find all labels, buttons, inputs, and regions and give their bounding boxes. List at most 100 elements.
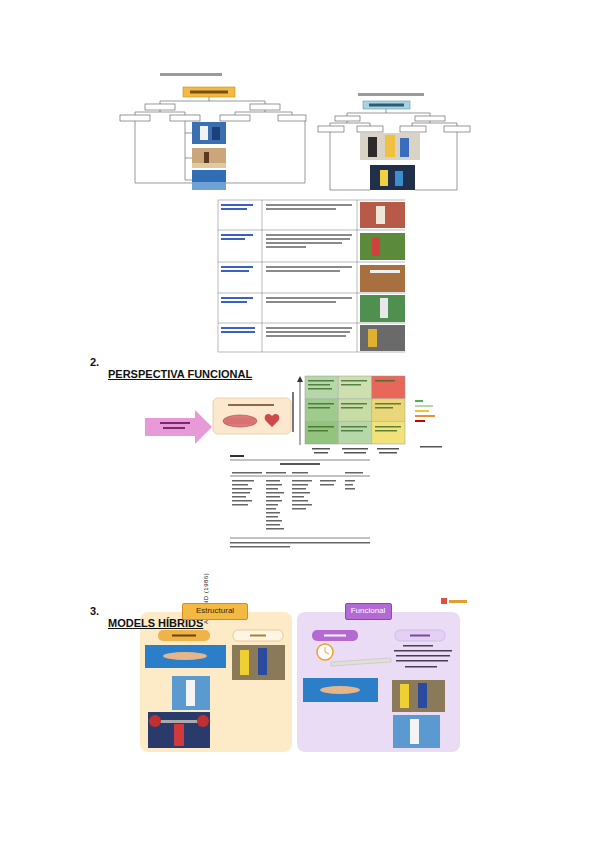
- matrix-cell: [338, 376, 371, 399]
- illegible-text-line: [292, 392, 294, 432]
- illegible-text-line: [250, 635, 266, 637]
- photo-basketball: [360, 133, 420, 160]
- axis-arrow: [300, 378, 301, 445]
- table-rule: [230, 460, 370, 538]
- tree-line: [330, 121, 457, 126]
- illegible-text-line: [221, 204, 255, 333]
- heading-box: Funcional: [345, 603, 392, 620]
- heading-box: Estructural: [182, 603, 248, 620]
- illegible-text-line: [160, 422, 190, 424]
- illegible-text-line: [163, 427, 185, 429]
- matrix-cell: [372, 399, 405, 422]
- stopwatch-hand: [325, 647, 329, 654]
- key-mark: [415, 420, 425, 422]
- tree-box: [357, 126, 383, 132]
- photo-swimmer: [145, 645, 226, 668]
- photo-softball: [360, 202, 405, 228]
- ruler-icon: [331, 658, 391, 666]
- muscle-icon: [223, 415, 257, 427]
- illegible-text-line: [324, 635, 346, 637]
- matrix-cell: [305, 376, 338, 399]
- matrix-cell: [338, 421, 371, 444]
- illegible-text-line: [308, 380, 401, 432]
- structural-panel: [140, 612, 292, 752]
- table-almond: [218, 200, 405, 352]
- tree-line: [347, 109, 430, 116]
- sports-table: [230, 455, 370, 548]
- root-box: [183, 87, 235, 97]
- key-mark: [415, 400, 423, 402]
- illegible-text-line: [160, 73, 222, 76]
- photo-basketball: [360, 325, 405, 351]
- photo-figure: [380, 298, 388, 318]
- photo-swimmer: [303, 678, 378, 702]
- matrix-chart: [292, 376, 442, 454]
- illegible-text-line: [358, 93, 424, 96]
- tree-right: [318, 93, 470, 190]
- box-text: Funcional: [351, 607, 386, 616]
- photo-judo: [192, 122, 226, 144]
- tree-box: [415, 116, 445, 121]
- photo-figure: [368, 329, 377, 347]
- key-mark: [415, 405, 433, 407]
- tree-box: [400, 126, 426, 132]
- illegible-text-line: [228, 404, 274, 406]
- illegible-text-line: [312, 446, 442, 454]
- section-heading: PERSPECTIVA FUNCIONAL: [108, 368, 600, 380]
- illegible-text-line: [190, 91, 228, 94]
- illegible-text-line: [394, 645, 452, 668]
- photo-weightlifter: [148, 712, 210, 748]
- tree-left: [120, 73, 306, 183]
- pill: [312, 630, 358, 641]
- photo-team: [392, 680, 445, 712]
- root-box: [363, 101, 410, 109]
- illegible-text-line: [230, 472, 370, 548]
- pill: [233, 630, 283, 641]
- matrix-cell: [305, 399, 338, 422]
- tree-box: [318, 126, 344, 132]
- photo-stadium: [192, 170, 226, 190]
- box-text: Estructural: [196, 607, 234, 616]
- illegible-text-line: [280, 463, 320, 465]
- illegible-text-line: [172, 635, 196, 637]
- matrix-cell: [372, 376, 405, 399]
- photo-sand-court: [192, 148, 226, 168]
- photo-figure: [376, 206, 385, 224]
- tree-box: [220, 115, 250, 121]
- tree-line: [160, 97, 265, 104]
- illegible-text-line: [266, 204, 352, 337]
- tree-box: [335, 116, 360, 121]
- matrix-grid: [305, 376, 405, 444]
- tree-box: [444, 126, 470, 132]
- photo-team: [232, 645, 285, 680]
- functional-panel: [297, 612, 460, 752]
- heart-icon: [265, 414, 280, 427]
- tree-box: [170, 115, 200, 121]
- tree-line: [135, 110, 292, 115]
- photo-net: [370, 270, 400, 273]
- colour-key: [415, 400, 435, 422]
- photo-tennis: [172, 676, 210, 710]
- illegible-text-line: [410, 635, 430, 637]
- author-label: ALMOND (1986): [203, 24, 210, 624]
- matrix-cell: [372, 421, 405, 444]
- photo-football: [370, 165, 415, 190]
- illegible-text-line: [369, 104, 404, 107]
- logo: [441, 598, 467, 604]
- tree-box: [145, 104, 175, 110]
- matrix-cell: [305, 421, 338, 444]
- tree-box: [120, 115, 150, 121]
- illegible-text-line: [230, 455, 244, 457]
- arrow-head: [297, 376, 303, 382]
- key-mark: [415, 415, 435, 417]
- photo-field: [360, 295, 405, 322]
- table-rule: [218, 200, 405, 352]
- pink-arrow: [145, 410, 212, 444]
- photo-tennis: [393, 715, 440, 748]
- stopwatch-icon: [317, 644, 333, 660]
- tree-box: [250, 104, 280, 110]
- tree-box: [278, 115, 306, 121]
